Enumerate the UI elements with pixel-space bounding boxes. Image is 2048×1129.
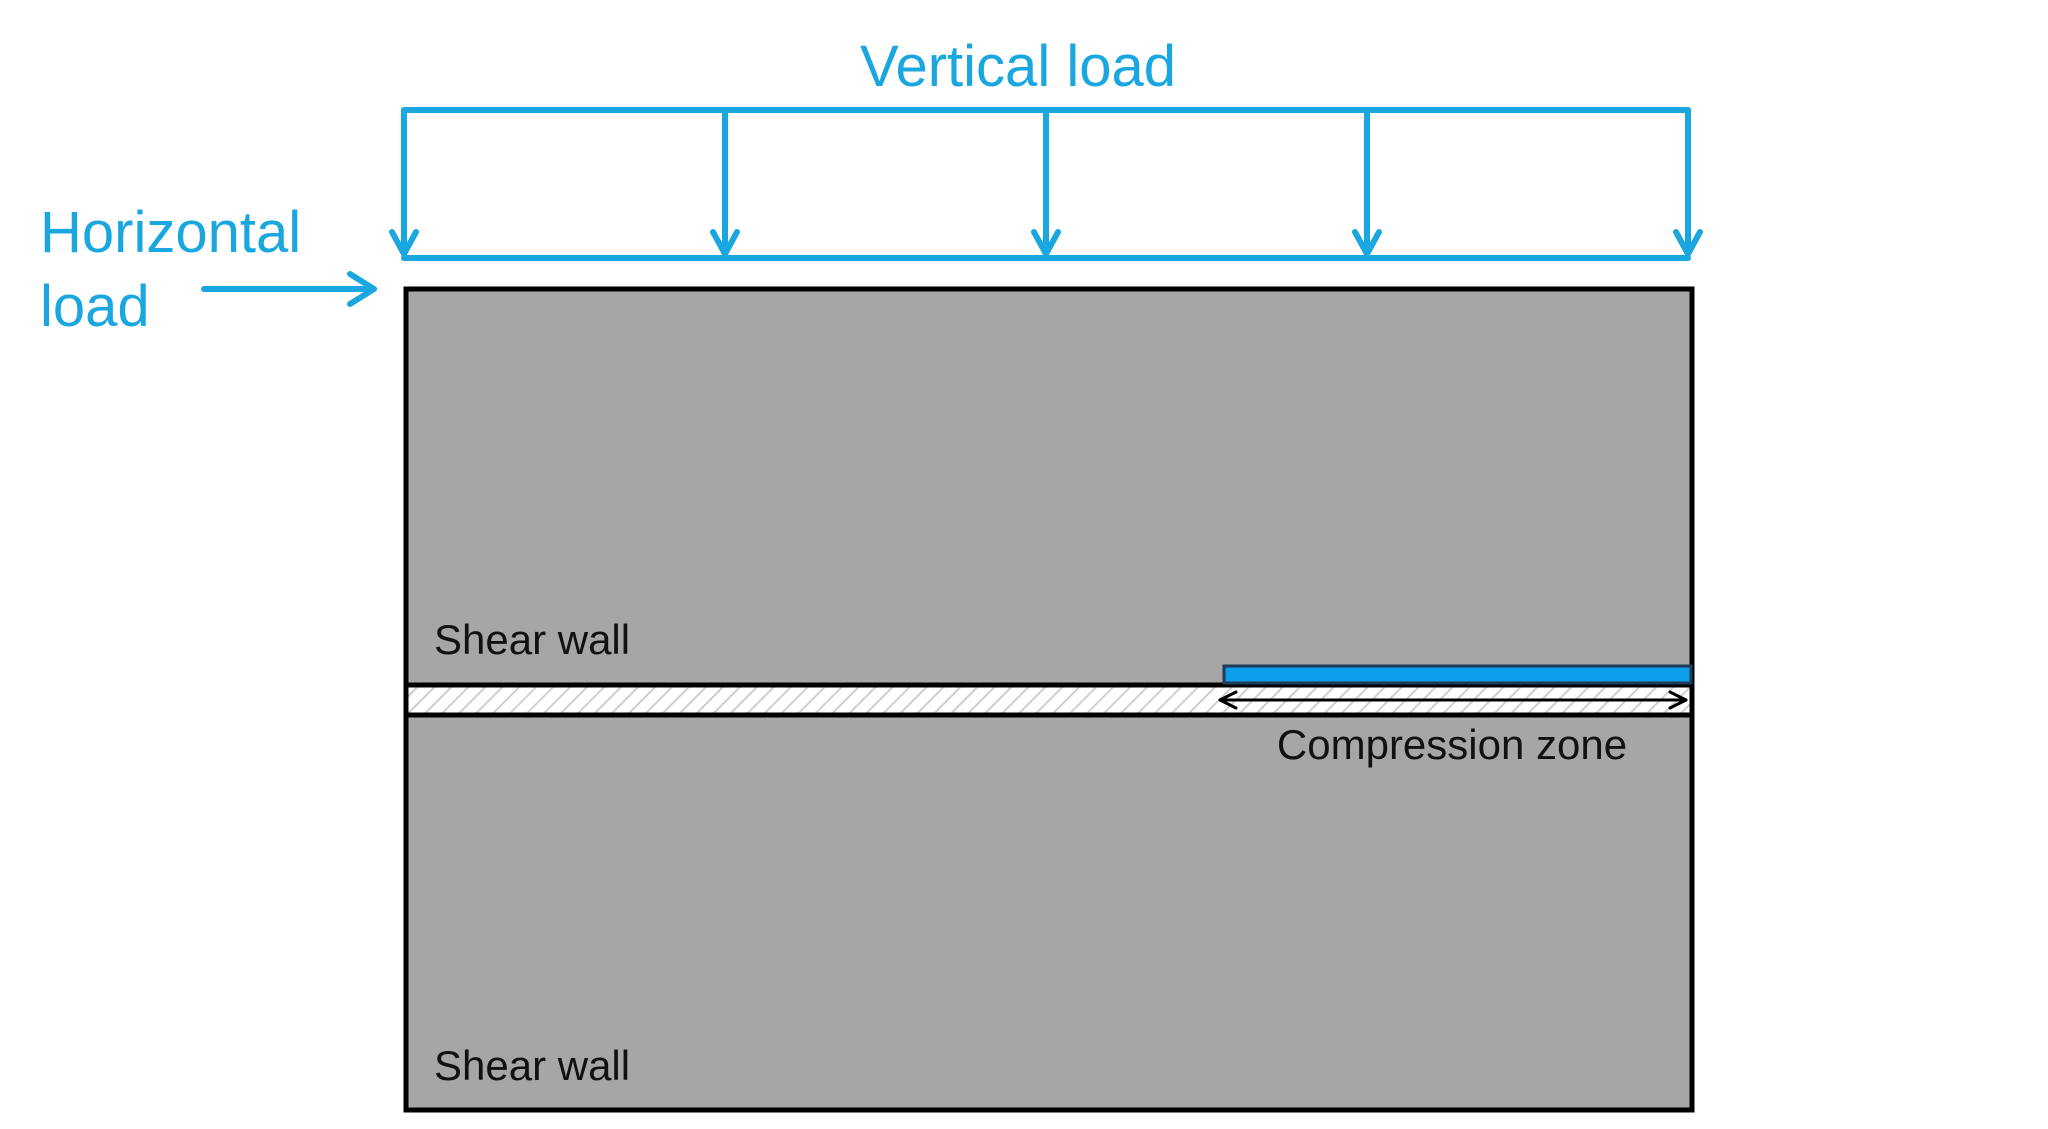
vertical-load-arrows [389,107,1703,261]
horizontal-load-label-line2: load [40,274,150,339]
arrow-right-icon [201,271,377,307]
upper-shear-wall [403,286,1695,688]
arrow-down-icon [389,107,419,257]
arrow-down-icon [1673,107,1703,257]
compression-zone-bar [1222,664,1693,685]
upper-shear-wall-label: Shear wall [434,616,630,663]
vertical-load-label: Vertical load [860,34,1176,99]
lower-shear-wall [403,712,1695,1113]
arrow-down-icon [710,107,740,257]
horizontal-load-label-line1: Horizontal [40,200,301,265]
double-arrow-icon [1218,690,1688,710]
arrow-down-icon [1352,107,1382,257]
lower-shear-wall-label: Shear wall [434,1042,630,1089]
compression-zone-label: Compression zone [1277,721,1627,768]
arrow-down-icon [1031,107,1061,257]
